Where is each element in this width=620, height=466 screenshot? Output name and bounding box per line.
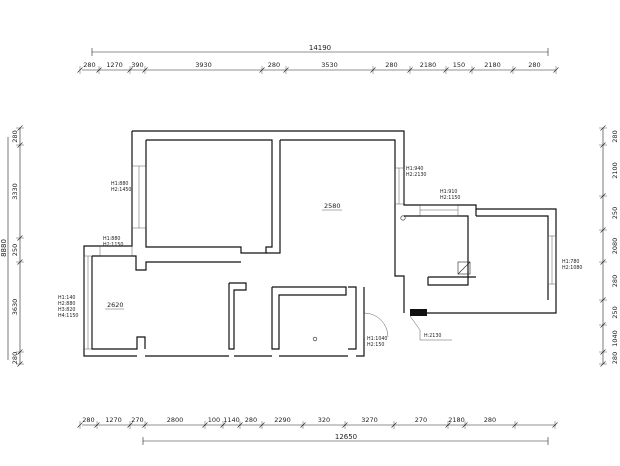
bottom-segment-label: 1270 (105, 416, 122, 424)
right-segment-label: 280 (611, 352, 619, 364)
top-segment-label: 3930 (195, 61, 212, 69)
window-notes: H1:880 H2:1450 H1:880 H2:1150 H1:140 H2:… (58, 166, 582, 348)
bottom-segment-label: 280 (245, 416, 257, 424)
top-segment-label: 2180 (484, 61, 501, 69)
note-w4-line2: H2:2130 (406, 172, 426, 178)
right-segment-label: 280 (611, 275, 619, 287)
top-dimension-chain: 14190 280 1270 390 3930 280 3530 280 2180 150 218… (77, 44, 559, 74)
windows (83, 165, 557, 350)
top-segment-label: 390 (131, 61, 143, 69)
bottom-segment-label: 270 (415, 416, 427, 424)
top-segment-label: 280 (268, 61, 280, 69)
right-segment-label: 2100 (611, 162, 619, 179)
right-segment-label: 1040 (611, 330, 619, 347)
top-segment-label: 1270 (106, 61, 123, 69)
note-w1-line1: H1:880 (111, 181, 128, 187)
bottom-segment-label: 3270 (361, 416, 378, 424)
fixtures (312, 215, 471, 342)
bottom-segment-label: 2180 (448, 416, 465, 424)
note-w3-line3: H3:820 (58, 307, 75, 313)
top-segment-label: 280 (385, 61, 397, 69)
left-segment-label: 3330 (11, 183, 19, 200)
bottom-segment-label: 2800 (167, 416, 184, 424)
room-labels: 2580 2620 (105, 202, 342, 310)
right-segment-label: 250 (611, 207, 619, 219)
note-w3-line2: H2:880 (58, 301, 75, 307)
note-w2-line2: H2:1150 (103, 242, 123, 248)
left-segment-label: 250 (11, 244, 19, 256)
right-segment-label: 2080 (611, 238, 619, 255)
top-segment-label: 280 (83, 61, 95, 69)
bottom-segment-label: 280 (484, 416, 496, 424)
top-segment-label: 2180 (420, 61, 437, 69)
bottom-segment-label: 2290 (274, 416, 291, 424)
top-total-dim: 14190 (309, 44, 331, 52)
left-dimension-chain: 280 3330 250 3630 280 8880 (0, 125, 24, 367)
bottom-segment-label: 270 (131, 416, 143, 424)
note-w8: H:2130 (424, 333, 441, 339)
bottom-segment-label: 280 (82, 416, 94, 424)
walls (83, 130, 557, 357)
bottom-segment-label: 320 (318, 416, 330, 424)
note-w4-line1: H1:940 (406, 166, 423, 172)
note-w5-line2: H2:1150 (440, 195, 460, 201)
note-w1-line2: H2:1450 (111, 187, 131, 193)
bedroom-height: 2620 (107, 301, 124, 309)
note-w3-line1: H1:140 (58, 295, 75, 301)
entry-door (410, 309, 427, 316)
right-dimension-chain: 280 2100 250 2080 280 250 1040 280 (599, 125, 619, 367)
bottom-segment-label: 1140 (223, 416, 240, 424)
note-w7-line1: H1:1040 (367, 336, 387, 342)
note-w6-line1: H1:780 (562, 259, 579, 265)
note-w3-line4: H4:1150 (58, 313, 78, 319)
top-segment-label: 150 (453, 61, 465, 69)
right-segment-label: 280 (611, 130, 619, 142)
sink-fixture (457, 261, 471, 275)
bottom-total-dim: 12650 (335, 433, 357, 441)
top-segment-label: 3530 (321, 61, 338, 69)
floor-drain (400, 215, 406, 221)
note-w6-line2: H2:1080 (562, 265, 582, 271)
top-segment-label: 280 (528, 61, 540, 69)
left-total-dim: 8880 (0, 239, 8, 257)
living-room-height: 2580 (324, 202, 341, 210)
note-w7-line2: H2:150 (367, 342, 384, 348)
note-w5-line1: H1:910 (440, 189, 457, 195)
bottom-segment-label: 100 (208, 416, 220, 424)
right-segment-label: 250 (611, 306, 619, 318)
left-segment-label: 280 (11, 352, 19, 364)
left-segment-label: 3630 (11, 299, 19, 316)
left-segment-label: 280 (11, 130, 19, 142)
note-w2-line1: H1:880 (103, 236, 120, 242)
floor-drain-2 (312, 336, 318, 342)
